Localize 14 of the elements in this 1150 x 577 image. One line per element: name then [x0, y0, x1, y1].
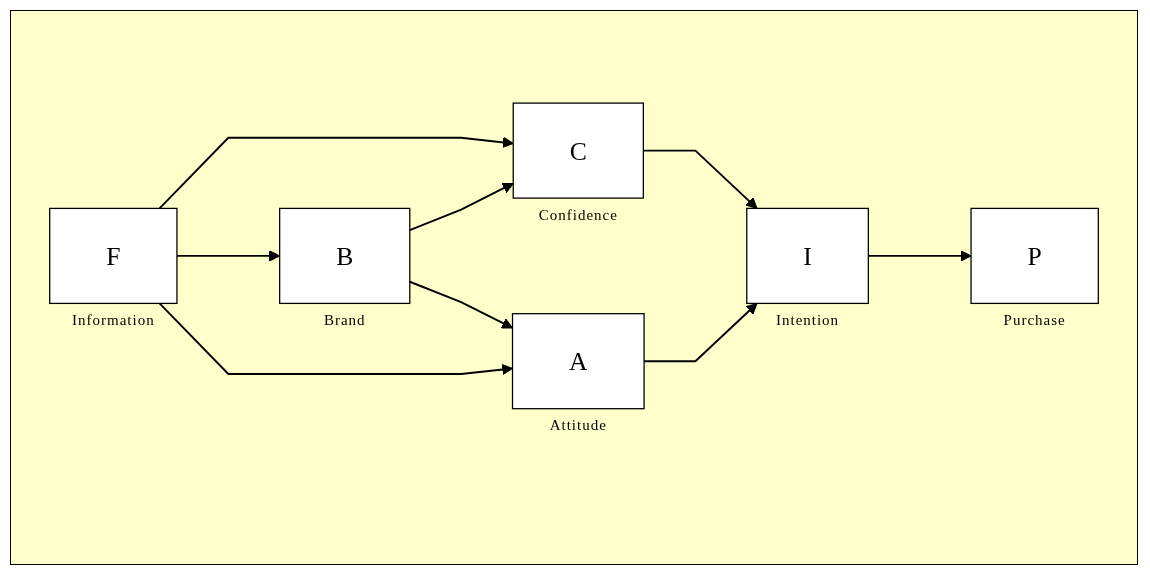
node-caption: Purchase	[1003, 311, 1066, 329]
node-box: B	[279, 207, 411, 304]
arrow	[158, 301, 513, 375]
node-box: F	[49, 207, 178, 304]
node-box: C	[512, 101, 644, 199]
node-box: A	[511, 312, 645, 409]
node-caption: Information	[72, 311, 155, 329]
arrow	[158, 136, 514, 209]
node-caption: Brand	[323, 311, 366, 329]
node-box: I	[746, 207, 869, 304]
node-caption: Confidence	[538, 206, 618, 224]
node-box: P	[970, 207, 1099, 304]
node-caption: Intention	[775, 311, 840, 329]
node-caption: Attitude	[549, 417, 607, 435]
